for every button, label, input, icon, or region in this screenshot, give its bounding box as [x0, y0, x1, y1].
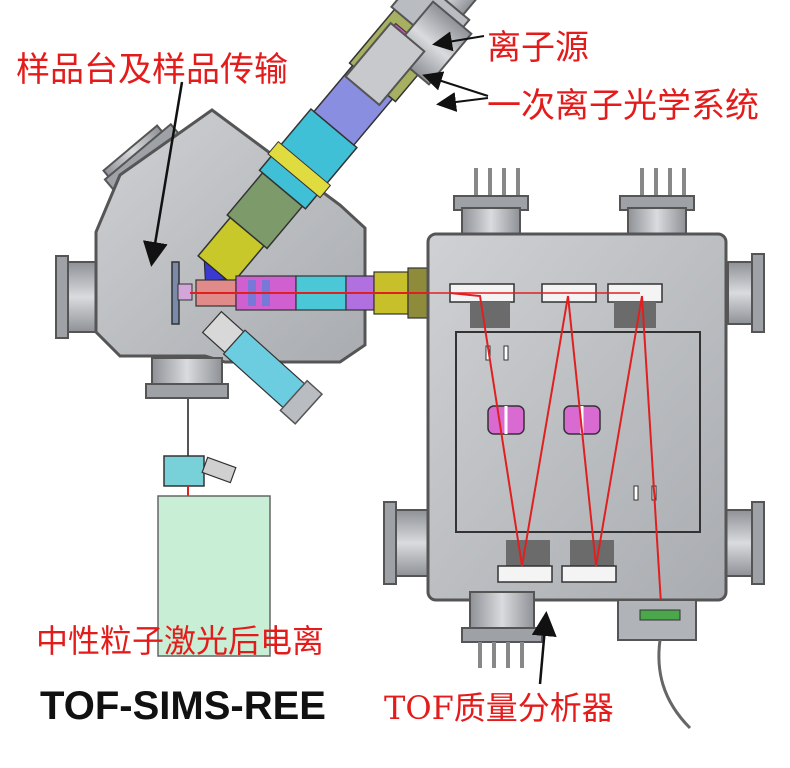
tof-flight-region — [455, 331, 701, 533]
label-primary-ion-optics: 一次离子光学系统 — [487, 86, 759, 126]
port-bottom — [145, 357, 229, 399]
arrow-tof — [531, 611, 557, 685]
label-tof-analyzer: TOF质量分析器 — [384, 689, 614, 727]
tof-ion-path — [449, 292, 663, 621]
port-left — [55, 255, 103, 339]
arrow-sample-stage — [142, 81, 184, 267]
label-sample-stage: 样品台及样品传输 — [16, 50, 288, 90]
instrument-name: TOF-SIMS-REE — [40, 684, 326, 728]
laser-unit — [157, 398, 271, 657]
tof-port-right-1 — [727, 253, 765, 333]
annotation-arrows — [142, 31, 557, 685]
reflector-bottom-1 — [497, 540, 553, 583]
detector — [617, 599, 697, 730]
tof-port-top-2 — [619, 168, 695, 243]
reflector-top-3 — [607, 283, 663, 328]
arrow-primary-optics-2 — [436, 92, 489, 112]
reflector-bottom-2 — [561, 540, 617, 583]
label-ion-source: 离子源 — [487, 28, 589, 68]
laser-tube — [201, 310, 324, 425]
laser-box — [157, 495, 271, 657]
label-laser-post-ionization: 中性粒子激光后电离 — [36, 622, 325, 660]
arrow-primary-optics — [422, 71, 489, 97]
tof-port-top-1 — [453, 168, 529, 243]
tof-port-left — [383, 501, 429, 585]
arrow-ion-source — [432, 31, 485, 52]
tof-chamber — [383, 168, 765, 730]
tof-port-bottom — [461, 591, 543, 668]
ion-source — [344, 0, 473, 107]
einzel-lens-1 — [487, 405, 525, 435]
